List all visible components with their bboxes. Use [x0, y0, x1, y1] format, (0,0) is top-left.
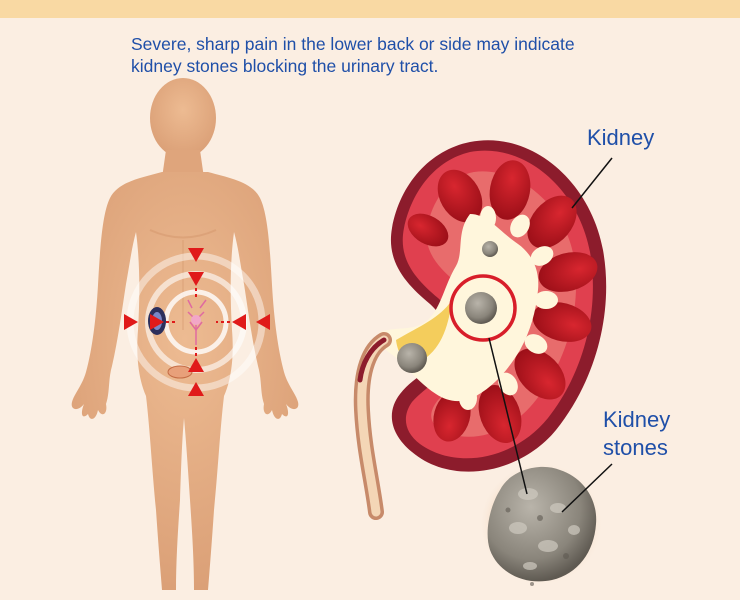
stone-highlight-circle [449, 274, 517, 342]
leader-lines [488, 157, 613, 513]
caption-line-1: Severe, sharp pain in the lower back or … [131, 34, 575, 54]
caption: Severe, sharp pain in the lower back or … [131, 33, 691, 77]
human-body-figure [71, 78, 299, 590]
kidney-label: Kidney [587, 125, 655, 150]
kidney-stones-label: Kidney stones [603, 406, 670, 462]
pain-arrow-icon [124, 248, 270, 396]
kidney-stones-label-line-1: Kidney [603, 407, 671, 432]
kidney-stones-label-line-2: stones [603, 435, 668, 460]
kidney-cross-section [353, 140, 607, 520]
header-band [0, 0, 740, 18]
urinary-tract-icon [187, 299, 207, 345]
caption-line-2: kidney stones blocking the urinary tract… [131, 56, 439, 76]
magnified-kidney-stone [479, 462, 603, 586]
